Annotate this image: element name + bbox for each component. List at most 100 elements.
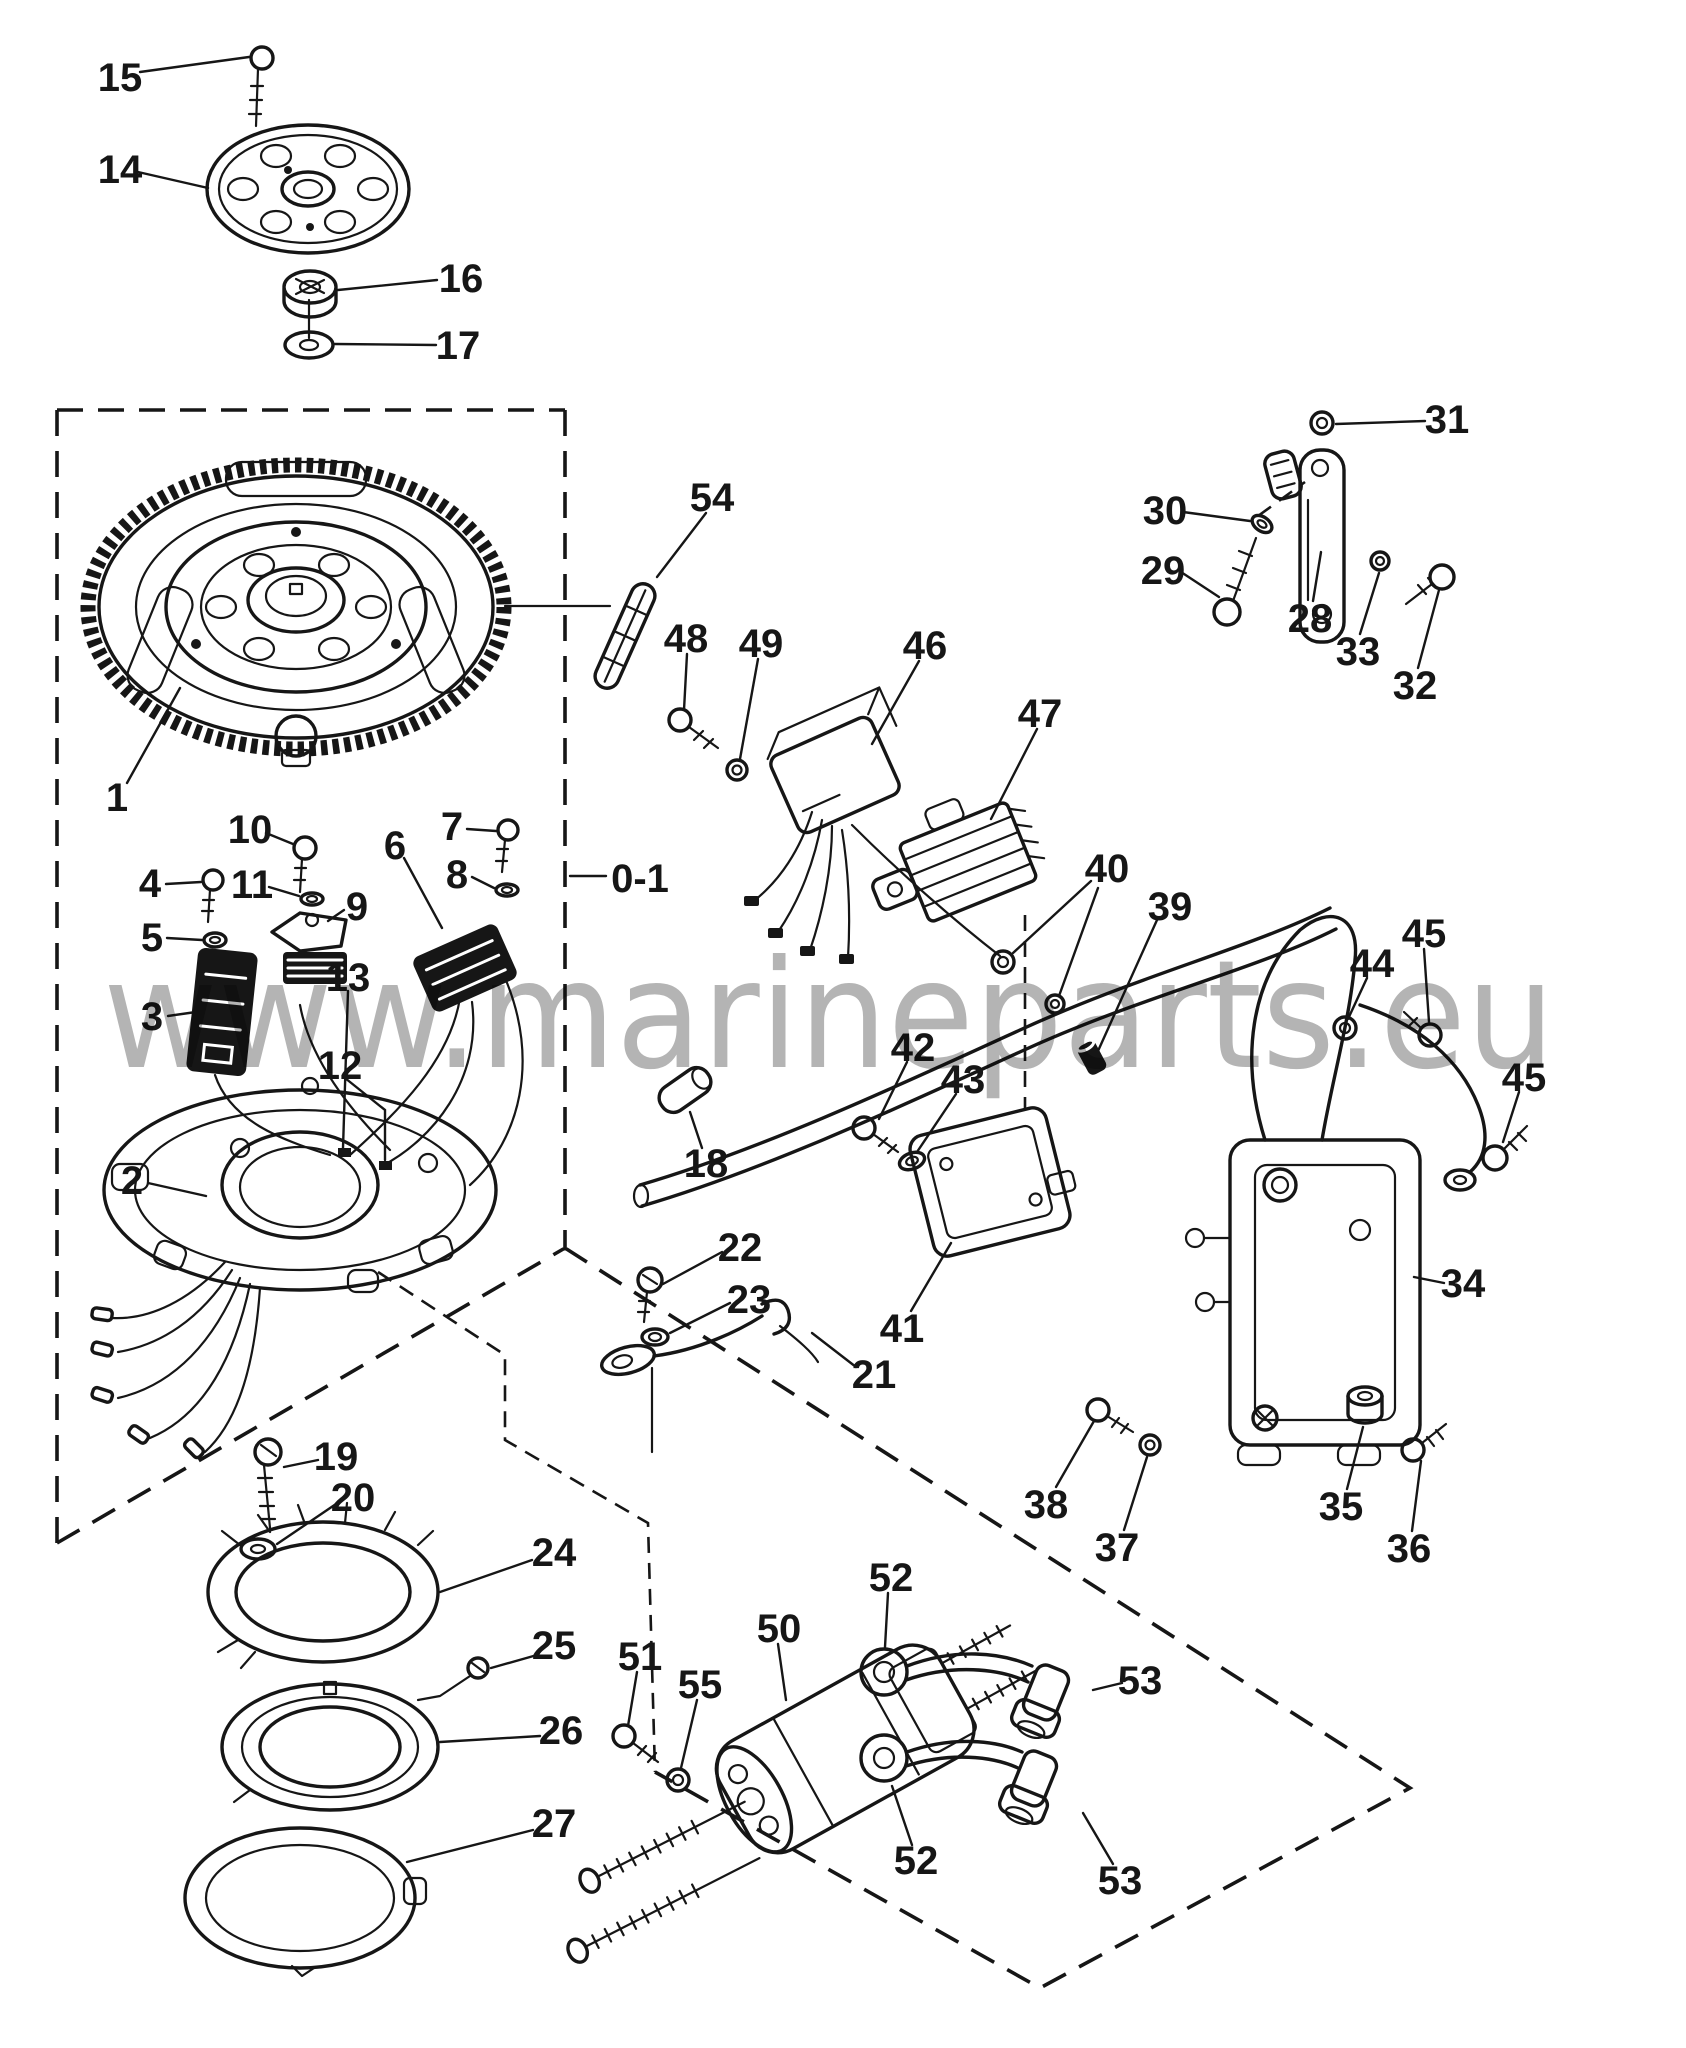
callout-34: 34 xyxy=(1441,1262,1486,1306)
bolt-19 xyxy=(253,1437,283,1530)
gasket-27 xyxy=(183,1826,428,1978)
washer-37 xyxy=(1138,1433,1162,1457)
callout-33: 33 xyxy=(1336,630,1381,674)
callout-46: 46 xyxy=(903,624,948,668)
rectifier-46 xyxy=(744,686,1002,964)
trigger-coil-6 xyxy=(413,924,517,1012)
bolt-45b xyxy=(1481,1124,1529,1172)
bolt-38 xyxy=(1085,1397,1135,1435)
callout-19: 19 xyxy=(314,1435,359,1479)
bolt-4 xyxy=(200,868,225,924)
callout-13: 13 xyxy=(326,956,371,1000)
callout-30: 30 xyxy=(1143,489,1188,533)
grommet-52a xyxy=(859,1647,909,1697)
leader-lines xyxy=(125,55,1521,1866)
washer-11 xyxy=(299,891,325,907)
callout-45b: 45 xyxy=(1502,1056,1547,1100)
callout-22: 22 xyxy=(718,1226,763,1270)
bolt-36 xyxy=(1400,1422,1448,1463)
washer-55 xyxy=(665,1767,691,1793)
callout-47: 47 xyxy=(1018,692,1063,736)
callout-4: 4 xyxy=(139,862,162,906)
callout-11: 11 xyxy=(231,863,273,907)
starter-pulley-14 xyxy=(205,123,411,255)
callout-15: 15 xyxy=(98,56,143,100)
lighting-coil-9 xyxy=(270,911,348,984)
washer-49 xyxy=(725,758,749,782)
callout-37: 37 xyxy=(1095,1526,1140,1570)
callout-42: 42 xyxy=(891,1026,936,1070)
nut-31 xyxy=(1309,410,1335,436)
ground-lead-21 xyxy=(600,1298,820,1454)
callout-53b: 53 xyxy=(1098,1859,1143,1903)
washer-30 xyxy=(1250,513,1274,535)
callout-12: 12 xyxy=(318,1044,363,1088)
screw-25 xyxy=(416,1656,490,1702)
callout-25: 25 xyxy=(532,1624,577,1668)
callout-1: 1 xyxy=(106,776,128,820)
callout-6: 6 xyxy=(384,824,406,868)
callout-38: 38 xyxy=(1024,1483,1069,1527)
grommet-39 xyxy=(1075,1038,1107,1075)
assembly-ref-label: 0-1 xyxy=(611,857,669,901)
bolt-29 xyxy=(1212,536,1258,627)
callout-18: 18 xyxy=(684,1142,729,1186)
callout-44: 44 xyxy=(1350,942,1395,986)
callout-26: 26 xyxy=(539,1709,584,1753)
washer-23 xyxy=(640,1327,670,1347)
callout-54: 54 xyxy=(690,476,735,520)
callout-8: 8 xyxy=(446,853,468,897)
callout-55: 55 xyxy=(678,1663,723,1707)
callout-7: 7 xyxy=(441,805,463,849)
callout-3: 3 xyxy=(141,995,163,1039)
washer-5 xyxy=(202,931,228,949)
ignition-coil-50 xyxy=(714,1624,1037,1855)
callout-35: 35 xyxy=(1319,1485,1364,1529)
grommet-52b xyxy=(859,1733,909,1783)
callout-24: 24 xyxy=(532,1531,577,1575)
callout-2: 2 xyxy=(121,1159,143,1203)
callout-43: 43 xyxy=(941,1058,986,1102)
callout-5: 5 xyxy=(141,916,163,960)
callout-16: 16 xyxy=(439,257,484,301)
callout-52a: 52 xyxy=(869,1556,914,1600)
grommet-35 xyxy=(1346,1385,1384,1425)
callout-23: 23 xyxy=(727,1278,772,1322)
callout-52b: 52 xyxy=(894,1839,939,1883)
washer-44 xyxy=(1332,1015,1358,1041)
link-bracket-28 xyxy=(1263,448,1346,644)
bolt-7 xyxy=(494,818,520,874)
callout-9: 9 xyxy=(346,885,368,929)
bolt-10 xyxy=(292,835,318,894)
callout-31: 31 xyxy=(1425,398,1470,442)
washer-8 xyxy=(494,882,520,898)
wire-clamp-18 xyxy=(657,1065,713,1115)
callout-40: 40 xyxy=(1085,847,1130,891)
callout-10: 10 xyxy=(228,808,273,852)
callout-14: 14 xyxy=(98,148,143,192)
washer-33 xyxy=(1369,550,1391,572)
callout-21: 21 xyxy=(852,1353,897,1397)
callout-labels: 15 14 16 17 1 54 4 5 10 11 9 6 7 8 3 13 … xyxy=(98,56,1547,1903)
coil-mount-bolt-long-a xyxy=(578,1800,746,1894)
regulator-47 xyxy=(871,798,1046,923)
ignition-coil-3 xyxy=(186,947,258,1077)
callout-29: 29 xyxy=(1141,549,1186,593)
harness-tube xyxy=(632,906,1338,1209)
bolt-51 xyxy=(611,1723,660,1764)
callout-20: 20 xyxy=(331,1476,376,1520)
callout-48: 48 xyxy=(664,617,709,661)
flywheel-1 xyxy=(80,457,612,768)
bolt-15 xyxy=(247,45,275,128)
callout-49: 49 xyxy=(739,622,784,666)
bolt-48 xyxy=(667,707,720,750)
watermark-text: www.marineparts.eu xyxy=(103,929,1555,1103)
flywheel-key-54 xyxy=(593,582,657,690)
friction-ring-24 xyxy=(206,1501,440,1670)
washer-17 xyxy=(283,298,335,360)
callout-41: 41 xyxy=(880,1307,925,1351)
stator-plate-2 xyxy=(90,1076,498,1460)
cdi-module-41 xyxy=(908,1106,1077,1258)
